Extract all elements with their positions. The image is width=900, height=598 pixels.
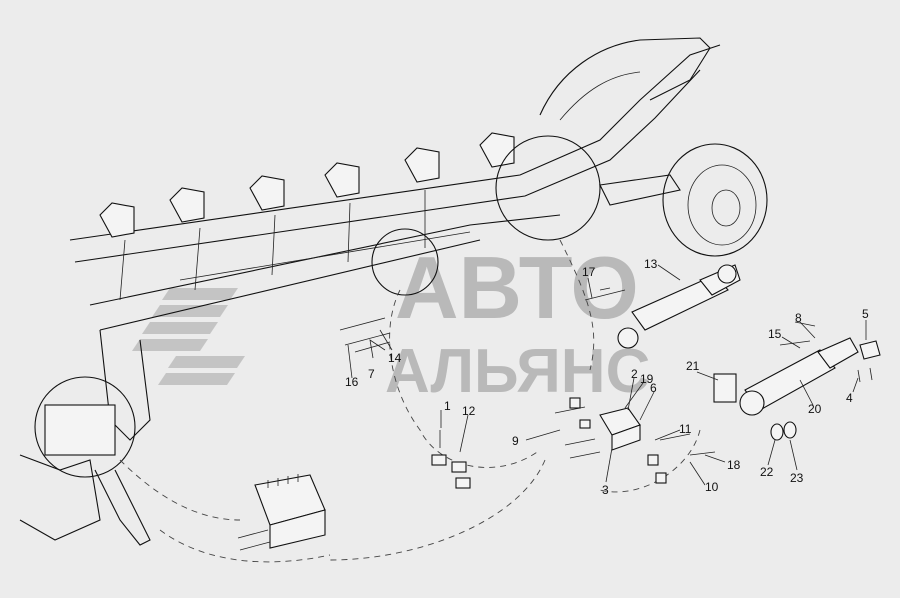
callout-11: 11 — [679, 422, 692, 436]
hydraulic-cylinder-13 — [617, 264, 741, 349]
callout-8: 8 — [795, 311, 802, 325]
callout-20: 20 — [808, 402, 822, 416]
watermark-line1: АВТО — [395, 238, 639, 337]
hydraulic-components — [237, 264, 881, 551]
callout-18: 18 — [727, 458, 741, 472]
callout-6: 6 — [650, 381, 657, 395]
callout-21: 21 — [686, 359, 700, 373]
valve-block — [599, 407, 641, 451]
callout-14: 14 — [388, 351, 402, 365]
callout-22: 22 — [760, 465, 774, 479]
callout-19: 19 — [640, 372, 654, 386]
watermark: АВТО АЛЬЯНС — [132, 238, 650, 406]
washer-22 — [770, 423, 784, 441]
detail-circle-upper — [495, 135, 601, 241]
transport-wheel — [662, 143, 768, 257]
callout-3: 3 — [602, 483, 609, 497]
watermark-logo-stripes — [132, 288, 245, 385]
callout-4: 4 — [846, 391, 853, 405]
callout-17: 17 — [582, 265, 596, 279]
callout-1: 1 — [444, 399, 451, 413]
callout-12: 12 — [462, 404, 476, 418]
callout-16: 16 — [345, 375, 359, 389]
watermark-line2: АЛЬЯНС — [385, 337, 650, 406]
leader-lines — [347, 264, 867, 486]
detail-circles — [34, 135, 601, 478]
callout-10: 10 — [705, 480, 719, 494]
callout-5: 5 — [862, 307, 869, 321]
control-valve-bank — [237, 474, 326, 551]
bolt-and-nut-set — [431, 430, 471, 489]
detail-circle-lower — [34, 376, 136, 478]
callout-labels: 1 2 3 4 5 6 7 8 9 10 11 12 13 14 15 16 1… — [345, 257, 869, 497]
callout-2: 2 — [631, 367, 638, 381]
callout-15: 15 — [768, 327, 782, 341]
hose-routing — [119, 239, 701, 563]
pin-5 — [859, 340, 881, 360]
hose-fittings — [339, 287, 816, 484]
callout-9: 9 — [512, 434, 519, 448]
plough-frame — [19, 37, 768, 546]
callout-23: 23 — [790, 471, 804, 485]
callout-7: 7 — [368, 367, 375, 381]
washer-23 — [783, 421, 797, 439]
callout-13: 13 — [644, 257, 658, 271]
hydraulic-cylinder-20 — [713, 337, 859, 416]
detail-circle-middle — [371, 228, 439, 296]
